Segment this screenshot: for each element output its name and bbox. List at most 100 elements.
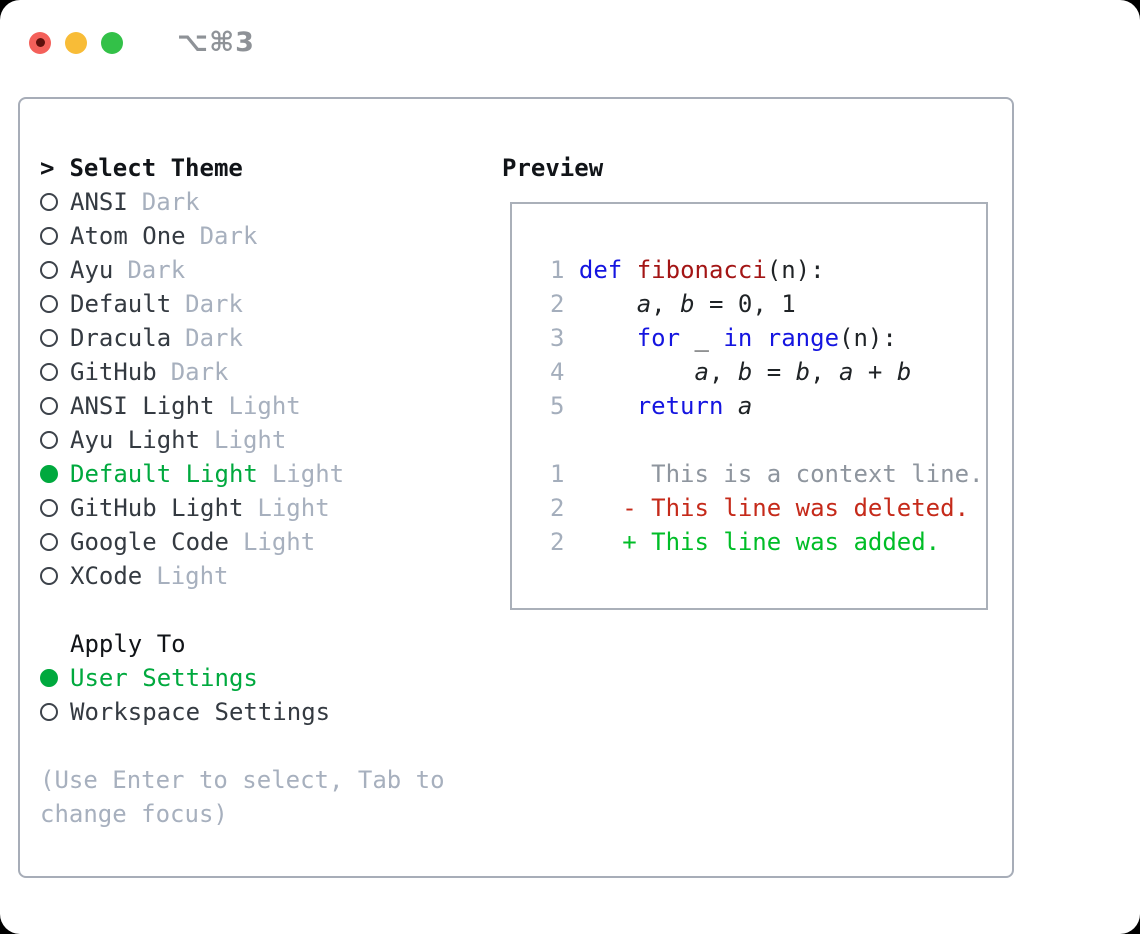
code-token-kw: return: [636, 392, 724, 420]
code-token-id: b: [896, 358, 912, 386]
code-token-del: - This line was deleted.: [622, 494, 970, 522]
theme-option-ayu[interactable]: Ayu Dark: [40, 253, 472, 287]
code-token-ctx: This is a context line.: [564, 460, 984, 488]
apply-option-workspace-settings[interactable]: Workspace Settings: [40, 695, 472, 729]
option-variant-label: Dark: [141, 188, 200, 216]
select-theme-header: > Select Theme: [40, 151, 472, 185]
code-token-pl: [579, 324, 637, 352]
option-label: ANSI Light: [70, 392, 215, 420]
preview-header: Preview: [502, 151, 603, 185]
code-token-ln: 2: [550, 494, 565, 522]
code-token-pl: _: [680, 324, 724, 352]
code-token-pl: [564, 494, 622, 522]
option-label: Workspace Settings: [70, 698, 331, 726]
code-token-add: + This line was added.: [622, 528, 941, 556]
radio-selected-icon: [40, 465, 58, 483]
radio-selected-icon: [40, 669, 58, 687]
minimize-button[interactable]: [65, 31, 87, 54]
radio-icon: [40, 431, 58, 449]
option-variant-label: Dark: [127, 256, 186, 284]
theme-option-ansi-light[interactable]: ANSI Light Light: [40, 389, 472, 423]
option-variant-label: Light: [214, 426, 287, 454]
option-label: Default Light: [70, 460, 258, 488]
option-label: GitHub Light: [70, 494, 244, 522]
spacer: [40, 593, 472, 627]
code-token-pl: ,: [810, 358, 840, 386]
option-label: User Settings: [70, 664, 258, 692]
apply-to-header: Apply To: [40, 627, 472, 661]
code-token-pl: [564, 528, 622, 556]
code-token-id: a: [737, 392, 753, 420]
option-label: Ayu Light: [70, 426, 201, 454]
radio-icon: [40, 397, 58, 415]
theme-option-ayu-light[interactable]: Ayu Light Light: [40, 423, 472, 457]
code-token-pl: [622, 256, 636, 284]
code-token-kw: for: [636, 324, 681, 352]
option-variant-label: Light: [156, 562, 229, 590]
close-button[interactable]: [29, 31, 51, 54]
code-token-pl: +: [853, 358, 897, 386]
code-token-pl: (n):: [839, 324, 897, 352]
theme-option-github-light[interactable]: GitHub Light Light: [40, 491, 472, 525]
option-variant-label: Dark: [185, 324, 243, 352]
option-label: Ayu: [70, 256, 114, 284]
zoom-button[interactable]: [101, 31, 123, 54]
code-token-id: a: [839, 358, 854, 386]
code-token-pl: ,: [651, 290, 681, 318]
code-token-ln: 3: [550, 324, 579, 352]
code-token-kw: range: [766, 324, 840, 352]
code-token-kw: in: [723, 324, 753, 352]
code-token-ln: 1: [550, 256, 579, 284]
radio-icon: [40, 363, 58, 381]
radio-icon: [40, 703, 58, 721]
radio-icon: [40, 533, 58, 551]
code-token-pl: (n):: [766, 256, 825, 284]
window-title: ⌥⌘3: [177, 27, 255, 58]
radio-icon: [40, 227, 58, 245]
code-token-pl: [579, 358, 695, 386]
option-label: Dracula: [70, 324, 172, 352]
apply-option-user-settings[interactable]: User Settings: [40, 661, 472, 695]
code-token-ln: 2: [550, 290, 579, 318]
option-variant-label: Light: [271, 460, 345, 488]
code-token-id: b: [795, 358, 811, 386]
option-label: GitHub: [70, 358, 157, 386]
select-theme-title: Select Theme: [69, 154, 243, 182]
preview-code-line: 5 return a: [550, 389, 986, 423]
option-variant-label: Light: [257, 494, 330, 522]
code-token-pl: [579, 290, 637, 318]
code-token-pl: = 0, 1: [694, 290, 796, 318]
prompt-icon: >: [40, 154, 55, 182]
theme-option-dracula[interactable]: Dracula Dark: [40, 321, 472, 355]
preview-title: Preview: [502, 154, 604, 182]
preview-code-line: 2 + This line was added.: [550, 525, 986, 559]
preview-blank-line: [550, 423, 986, 457]
code-token-id: a: [636, 290, 652, 318]
option-variant-label: Dark: [199, 222, 258, 250]
radio-icon: [40, 567, 58, 585]
radio-icon: [40, 261, 58, 279]
code-token-pl: [752, 324, 766, 352]
option-label: Default: [70, 290, 172, 318]
apply-to-title: Apply To: [70, 630, 186, 658]
code-token-pl: ,: [708, 358, 738, 386]
option-variant-label: Light: [228, 392, 301, 420]
theme-option-default-light[interactable]: Default Light Light: [40, 457, 472, 491]
preview-code-line: 2 - This line was deleted.: [550, 491, 986, 525]
radio-icon: [40, 329, 58, 347]
close-dot-icon: [35, 38, 45, 47]
code-token-id: a: [694, 358, 709, 386]
preview-code-line: 4 a, b = b, a + b: [550, 355, 986, 389]
